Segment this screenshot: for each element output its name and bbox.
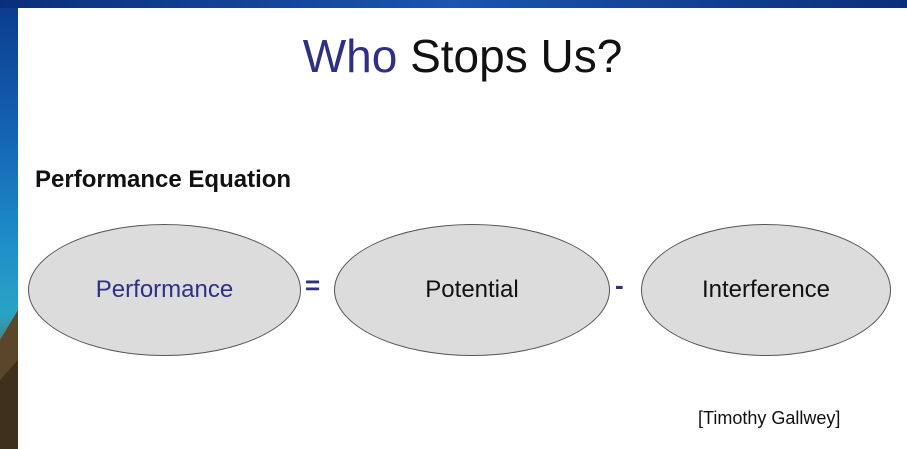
title-rest: Stops Us? xyxy=(410,30,623,82)
equals-operator: = xyxy=(305,270,321,300)
top-frame-band xyxy=(0,0,907,8)
ellipse-interference: Interference xyxy=(641,224,891,356)
minus-operator: - xyxy=(615,270,624,300)
slide-title: Who Stops Us? xyxy=(18,28,907,84)
ellipse-performance: Performance xyxy=(28,224,301,356)
section-heading: Performance Equation xyxy=(35,166,292,193)
term-potential: Potential xyxy=(425,276,519,303)
term-interference: Interference xyxy=(701,276,831,303)
citation: [Timothy Gallwey] xyxy=(698,408,841,428)
background-landscape-decoration xyxy=(0,310,18,449)
ellipse-potential: Potential xyxy=(334,224,610,356)
slide-content-area: Who Stops Us? Performance Equation Perfo… xyxy=(18,8,907,449)
term-performance: Performance xyxy=(95,276,234,303)
title-accent-word: Who xyxy=(302,30,398,82)
